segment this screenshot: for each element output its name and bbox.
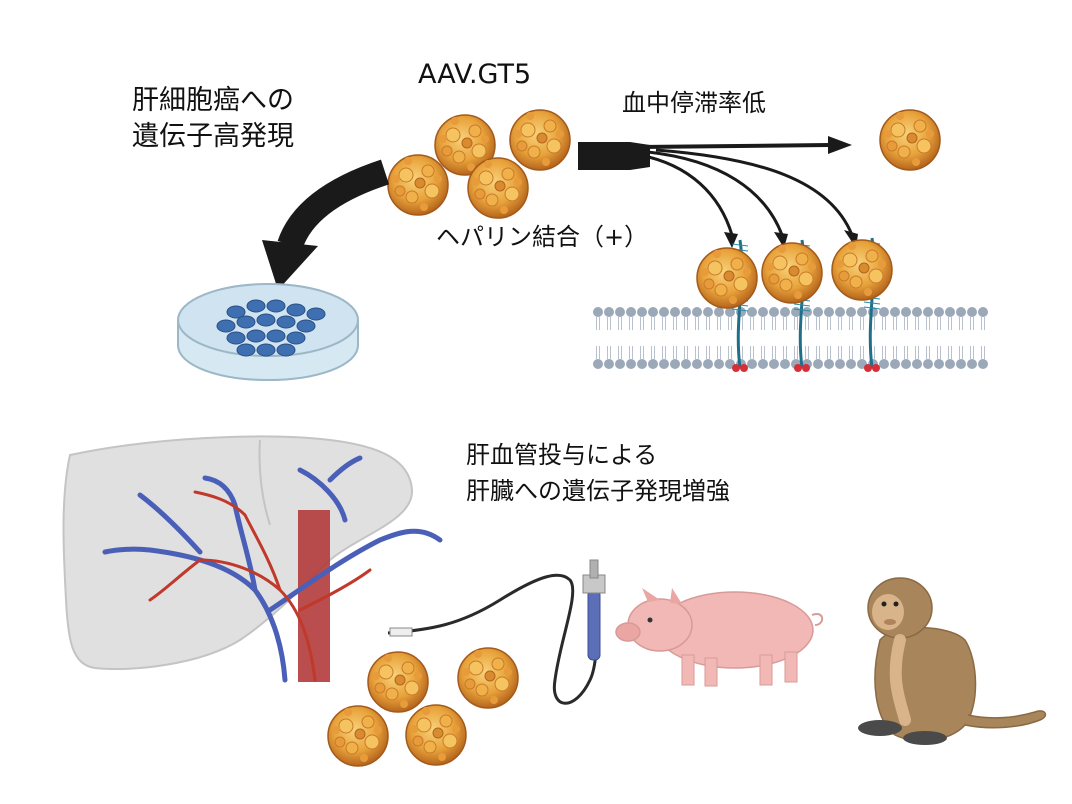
lipid-head bbox=[724, 306, 736, 331]
hcc-expression-label-line1: 肝細胞癌への bbox=[132, 85, 294, 116]
aav-particle-icon bbox=[327, 705, 389, 767]
lipid-head bbox=[691, 345, 703, 370]
pig-icon bbox=[615, 588, 824, 687]
lipid-head bbox=[614, 306, 626, 331]
arrow-to-dish bbox=[262, 159, 390, 290]
cell-membrane-icon bbox=[592, 306, 989, 370]
lipid-head bbox=[658, 306, 670, 331]
lipid-head bbox=[779, 345, 791, 370]
lipid-head bbox=[746, 345, 758, 370]
delivery-label-line2: 肝臓への遺伝子発現増強 bbox=[466, 477, 730, 505]
aav-name-label: AAV.GT5 bbox=[418, 59, 532, 90]
lipid-head bbox=[889, 345, 901, 370]
lipid-head bbox=[702, 345, 714, 370]
aav-particle-icon bbox=[467, 157, 529, 219]
lipid-head bbox=[592, 345, 604, 370]
heparin-binding-label: ヘパリン結合（+） bbox=[436, 223, 649, 251]
delivery-label-line1: 肝血管投与による bbox=[466, 441, 658, 469]
lipid-head bbox=[856, 306, 868, 331]
lipid-head bbox=[977, 306, 989, 331]
lipid-head bbox=[647, 306, 659, 331]
lipid-head bbox=[812, 306, 824, 331]
lipid-head bbox=[944, 306, 956, 331]
lipid-head bbox=[603, 306, 615, 331]
lipid-head bbox=[757, 345, 769, 370]
lipid-head bbox=[834, 345, 846, 370]
aav-cluster bbox=[387, 109, 571, 219]
lipid-head bbox=[823, 345, 835, 370]
lipid-head bbox=[911, 306, 923, 331]
arrows-to-heparan bbox=[639, 148, 854, 236]
lipid-head bbox=[680, 306, 692, 331]
lipid-head bbox=[955, 345, 967, 370]
liver-icon bbox=[62, 435, 443, 683]
lipid-head bbox=[823, 306, 835, 331]
cell-cluster bbox=[216, 299, 326, 357]
lipid-head bbox=[966, 345, 978, 370]
lipid-head bbox=[625, 345, 637, 370]
aav-particle-icon bbox=[831, 239, 893, 301]
lipid-head bbox=[812, 345, 824, 370]
aav-particle-icon bbox=[387, 154, 449, 216]
lipid-head bbox=[911, 345, 923, 370]
lipid-head bbox=[669, 345, 681, 370]
lipid-head bbox=[603, 345, 615, 370]
lipid-head bbox=[768, 306, 780, 331]
arrow-blood-circulation bbox=[578, 109, 941, 171]
lipid-head bbox=[625, 306, 637, 331]
aav-particle-icon bbox=[405, 704, 467, 766]
lipid-head bbox=[713, 345, 725, 370]
aav-particle-icon bbox=[509, 109, 571, 171]
lipid-head bbox=[779, 306, 791, 331]
lipid-head bbox=[878, 345, 890, 370]
lipid-head bbox=[768, 345, 780, 370]
lipid-head bbox=[636, 306, 648, 331]
aav-particle-icon bbox=[457, 647, 519, 709]
lipid-head bbox=[900, 345, 912, 370]
lipid-head bbox=[691, 306, 703, 331]
lipid-head bbox=[834, 306, 846, 331]
lipid-head bbox=[647, 345, 659, 370]
lipid-head bbox=[933, 306, 945, 331]
lipid-head bbox=[713, 306, 725, 331]
aav-particle-icon bbox=[879, 109, 941, 171]
lipid-head bbox=[845, 345, 857, 370]
lipid-head bbox=[845, 306, 857, 331]
lipid-head bbox=[669, 306, 681, 331]
lipid-head bbox=[955, 306, 967, 331]
aav-particle-icon bbox=[367, 651, 429, 713]
lipid-head bbox=[592, 306, 604, 331]
lipid-head bbox=[636, 345, 648, 370]
lipid-head bbox=[658, 345, 670, 370]
lipid-head bbox=[944, 345, 956, 370]
lipid-head bbox=[977, 345, 989, 370]
petri-dish-icon bbox=[177, 283, 359, 382]
blood-retention-label: 血中停滞率低 bbox=[622, 89, 766, 117]
lipid-head bbox=[757, 306, 769, 331]
aav-particle-icon bbox=[761, 242, 823, 304]
lipid-head bbox=[900, 306, 912, 331]
lipid-head bbox=[746, 306, 758, 331]
lipid-head bbox=[702, 306, 714, 331]
lipid-head bbox=[878, 306, 890, 331]
lipid-head bbox=[614, 345, 626, 370]
lipid-head bbox=[922, 345, 934, 370]
lipid-head bbox=[680, 345, 692, 370]
monkey-icon bbox=[858, 577, 1047, 745]
hcc-expression-label-line2: 遺伝子高発現 bbox=[132, 121, 294, 152]
catheter-icon bbox=[387, 559, 606, 705]
lipid-head bbox=[966, 306, 978, 331]
lipid-head bbox=[889, 306, 901, 331]
lipid-head bbox=[922, 306, 934, 331]
lipid-head bbox=[933, 345, 945, 370]
aav-particle-icon bbox=[696, 247, 758, 309]
